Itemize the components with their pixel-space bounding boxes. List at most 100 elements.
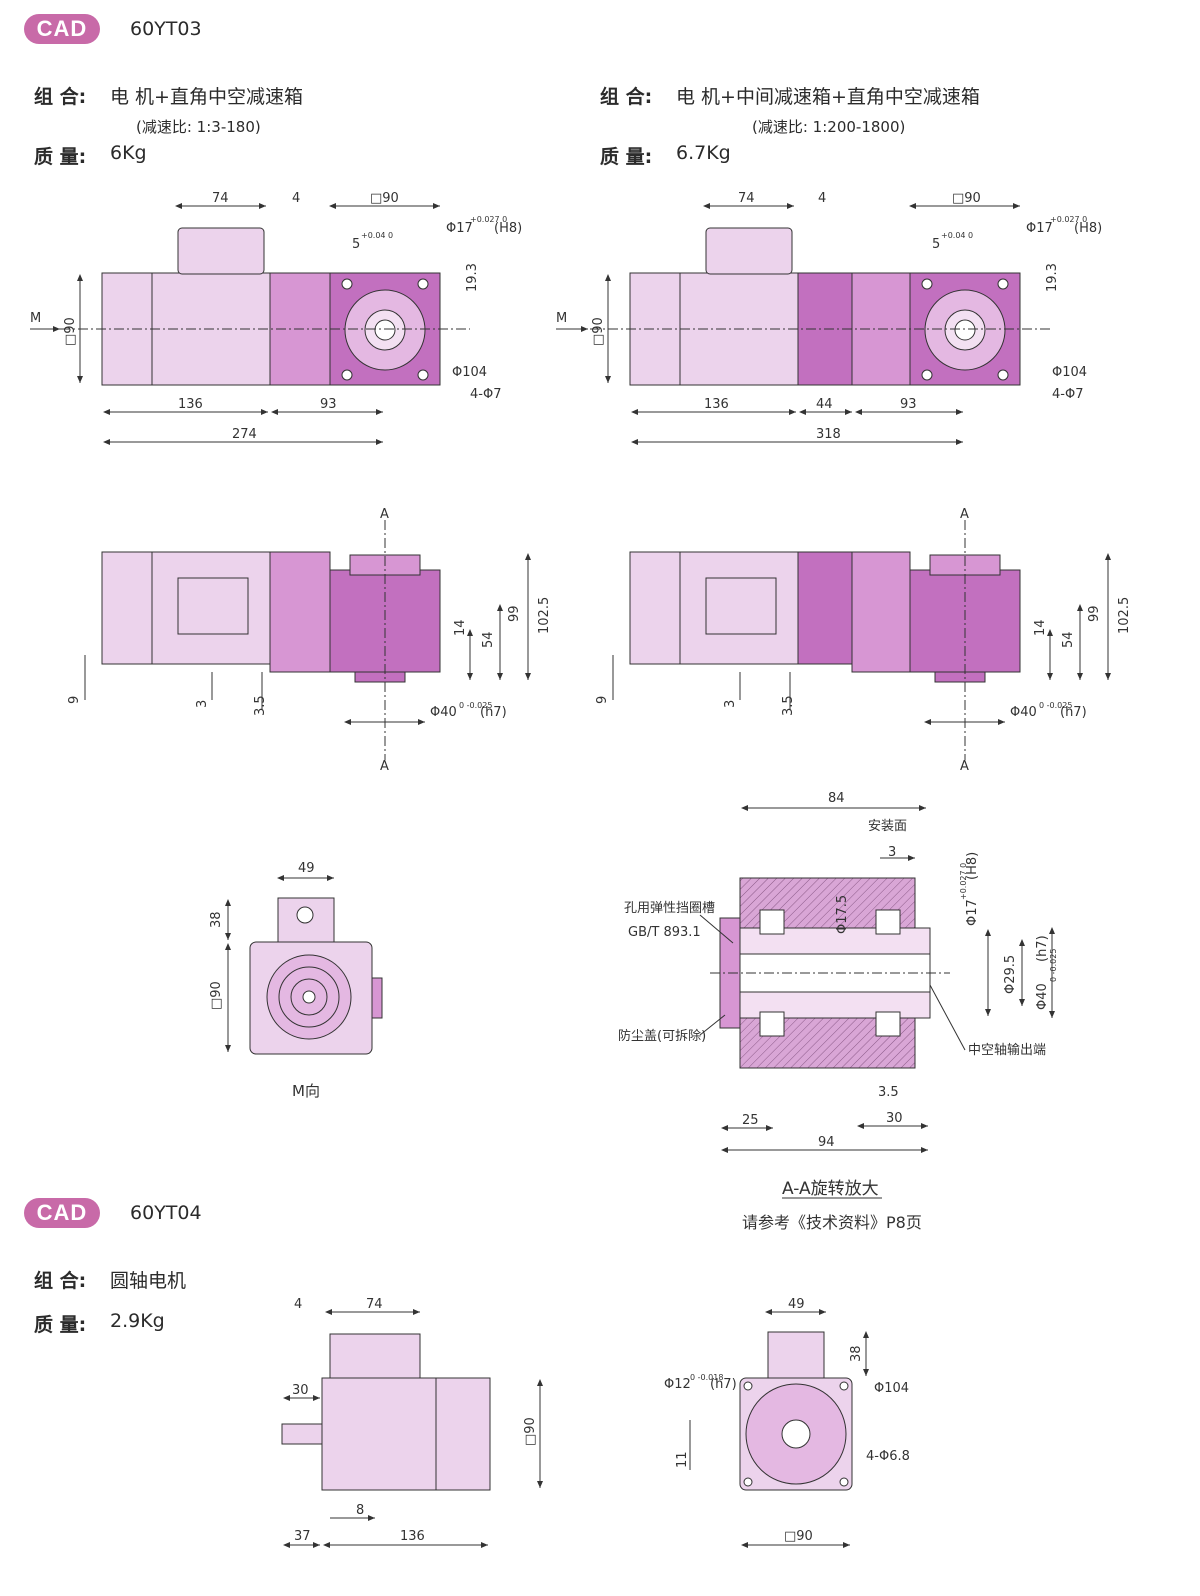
dim-rs-136: 136	[400, 1529, 425, 1544]
dim-fr-35: 3.5	[781, 695, 796, 716]
dim-fl-14: 14	[453, 619, 468, 636]
dim-fl-9: 9	[67, 696, 82, 704]
cad-badge: CAD	[24, 14, 100, 44]
section-note: 请参考《技术资料》P8页	[742, 1213, 922, 1232]
combo-right: 电 机+中间减速箱+直角中空减速箱	[676, 86, 980, 108]
dim-rf-38: 38	[849, 1345, 864, 1362]
dim-tr-193: 19.3	[1045, 263, 1060, 292]
dim-tr-bore-tol: +0.027 0	[1050, 215, 1087, 224]
dim-tr-74: 74	[738, 191, 755, 206]
dim-fr-54: 54	[1061, 631, 1076, 648]
dim-rf-pcd: Φ104	[874, 1381, 909, 1396]
dim-s-94: 94	[818, 1135, 835, 1150]
dim-tl-total: 274	[232, 427, 257, 442]
dim-rf-shaft-fit: (h7)	[710, 1377, 737, 1392]
dim-rf-shaft: Φ12	[664, 1377, 691, 1392]
dim-tr-44: 44	[816, 397, 833, 412]
dim-s-35: 3.5	[878, 1085, 899, 1100]
dim-fl-3: 3	[195, 700, 210, 708]
round-shaft-front	[689, 1309, 869, 1548]
dim-fl-1025: 102.5	[537, 597, 552, 634]
dim-rs-8: 8	[356, 1503, 364, 1518]
gb-label: GB/T 893.1	[628, 925, 701, 940]
model-number-2: 60YT04	[130, 1202, 202, 1224]
dim-tl-pcd: Φ104	[452, 365, 487, 380]
top-view-right	[556, 203, 1050, 445]
mass-left: 6Kg	[110, 142, 147, 164]
dim-tr-bore-fit: (H8)	[1074, 221, 1102, 236]
dim-rf-holes: 4-Φ6.8	[866, 1449, 910, 1464]
combo-label-round: 组 合:	[34, 1270, 87, 1292]
top-view-left	[30, 203, 470, 445]
dim-s-84: 84	[828, 791, 845, 806]
dim-rs-4: 4	[294, 1297, 302, 1312]
ratio-left: (减速比: 1:3-180)	[136, 118, 261, 136]
dim-tr-4: 4	[818, 191, 826, 206]
output-end-label: 中空轴输出端	[968, 1042, 1046, 1058]
m-view-caption: M向	[292, 1082, 320, 1100]
dim-s-shaft-fit: (h7)	[1035, 935, 1050, 962]
section-title: A-A旋转放大	[782, 1179, 879, 1199]
dim-tr-136: 136	[704, 397, 729, 412]
front-view-left	[84, 520, 531, 760]
ratio-right: (减速比: 1:200-1800)	[752, 118, 906, 136]
dim-tl-193: 19.3	[465, 263, 480, 292]
dim-tr-sq90: □90	[952, 191, 981, 206]
dim-fl-shaft-tol: 0 -0.025	[459, 701, 492, 710]
dim-tr-total: 318	[816, 427, 841, 442]
dim-rf-sq90: □90	[784, 1529, 813, 1544]
dim-rs-37: 37	[294, 1529, 311, 1544]
combo-left: 电 机+直角中空减速箱	[110, 86, 303, 108]
cad-badge-2: CAD	[24, 1198, 100, 1228]
round-shaft-side	[281, 1309, 543, 1548]
dim-s-295: Φ29.5	[1003, 955, 1018, 994]
combo-label-left: 组 合:	[34, 86, 87, 108]
dim-tr-pcd: Φ104	[1052, 365, 1087, 380]
mass-label-left: 质 量:	[34, 146, 87, 168]
dim-tr-93: 93	[900, 397, 917, 412]
dim-fr-99: 99	[1087, 605, 1102, 622]
circlip-label: 孔用弹性挡圈槽	[624, 901, 715, 916]
dim-s-bore: Φ17	[965, 899, 980, 926]
dim-tl-side90: □90	[63, 317, 78, 346]
dim-tr-key: 5	[932, 237, 940, 252]
dim-s-shaft-tol: 0 -0.025	[1049, 949, 1058, 982]
dim-fr-shaft: Φ40	[1010, 705, 1037, 720]
dim-tr-side90: □90	[591, 317, 606, 346]
dim-fl-shaft: Φ40	[430, 705, 457, 720]
dim-fr-shaft-tol: 0 -0.025	[1039, 701, 1072, 710]
dim-rf-11: 11	[675, 1451, 690, 1468]
combo-label-right: 组 合:	[600, 86, 653, 108]
dim-m-sq90: □90	[209, 981, 224, 1010]
dim-tl-holes: 4-Φ7	[470, 387, 501, 402]
mass-right: 6.7Kg	[676, 142, 731, 164]
mount-face-label: 安装面	[868, 819, 907, 834]
section-a-top-right: A	[960, 507, 969, 522]
section-a-bottom-left: A	[380, 759, 389, 774]
section-aa	[699, 805, 1055, 1199]
dim-m-49: 49	[298, 861, 315, 876]
dim-rs-30: 30	[292, 1383, 309, 1398]
dim-tl-4: 4	[292, 191, 300, 206]
dim-fl-35: 3.5	[253, 695, 268, 716]
dim-tl-key: 5	[352, 237, 360, 252]
section-a-bottom-right: A	[960, 759, 969, 774]
dim-fl-99: 99	[507, 605, 522, 622]
dim-tr-holes: 4-Φ7	[1052, 387, 1083, 402]
dim-s-bore-tol: +0.027 0	[959, 863, 968, 900]
dim-fr-shaft-fit: (h7)	[1060, 705, 1087, 720]
model-number: 60YT03	[130, 18, 202, 40]
dim-tl-bore-fit: (H8)	[494, 221, 522, 236]
mass-label-round: 质 量:	[34, 1314, 87, 1336]
dim-tl-sq90: □90	[370, 191, 399, 206]
dim-fr-3: 3	[723, 700, 738, 708]
dim-tl-93: 93	[320, 397, 337, 412]
dim-fr-1025: 102.5	[1117, 597, 1132, 634]
dust-cover-label: 防尘盖(可拆除)	[618, 1028, 706, 1044]
dim-tl-136: 136	[178, 397, 203, 412]
dim-s-30: 30	[886, 1111, 903, 1126]
dim-rf-49: 49	[788, 1297, 805, 1312]
combo-round: 圆轴电机	[110, 1270, 187, 1292]
dim-tr-key-tol: +0.04 0	[941, 231, 973, 240]
